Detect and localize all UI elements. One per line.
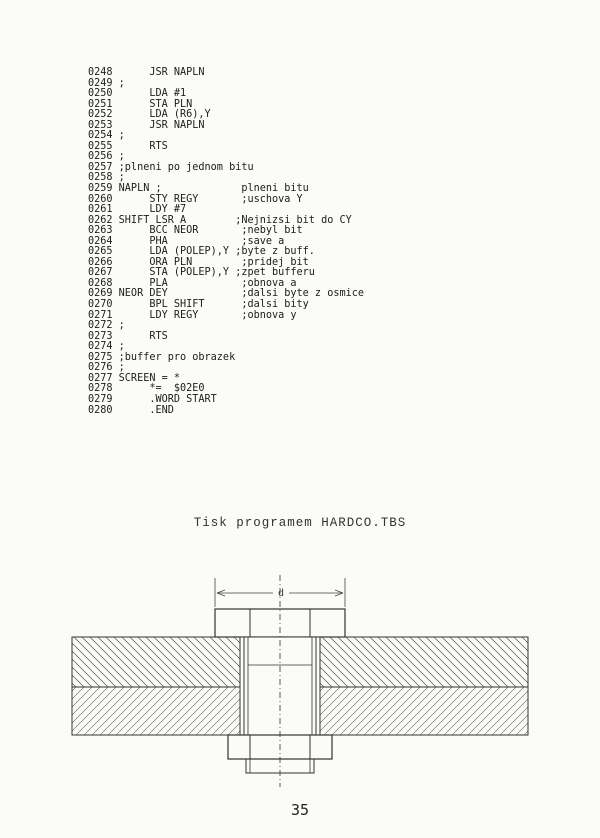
code-line: 0271 LDY REGY ;obnova y [88, 309, 297, 321]
figure-caption: Tisk programem HARDCO.TBS [193, 516, 407, 530]
code-line: 0264 PHA ;save a [88, 235, 285, 247]
code-line: 0273 RTS [88, 330, 168, 342]
code-line: 0262 SHIFT LSR A ;Nejnizsi bit do CY [88, 214, 352, 226]
code-line: 0260 STY REGY ;uschova Y [88, 193, 303, 205]
bolt-drawing: d [71, 575, 529, 787]
code-line: 0274 ; [88, 341, 125, 353]
code-line: 0270 BPL SHIFT ;dalsi bity [88, 299, 309, 311]
plate-lower [71, 686, 529, 736]
code-line: 0249 ; [88, 77, 125, 89]
code-line: 0278 *= $02E0 [88, 383, 205, 395]
code-line: 0258 ; [88, 172, 125, 184]
code-line: 0253 JSR NAPLN [88, 119, 205, 131]
code-line: 0252 LDA (R6),Y [88, 109, 211, 121]
code-line: 0275 ;buffer pro obrazek [88, 351, 236, 363]
code-line: 0277 SCREEN = * [88, 372, 181, 384]
code-line: 0248 JSR NAPLN [88, 67, 205, 78]
dimension-line [214, 578, 346, 607]
code-line: 0280 .END [88, 404, 174, 416]
code-line: 0263 BCC NEOR ;nebyl bit [88, 225, 303, 237]
dimension-label: d [278, 588, 284, 600]
code-line: 0269 NEOR DEY ;dalsi byte z osmice [88, 288, 365, 300]
code-line: 0254 ; [88, 130, 125, 142]
code-line: 0257 ;plneni po jednom bitu [88, 161, 254, 173]
code-line: 0266 ORA PLN ;pridej bit [88, 256, 309, 268]
code-line: 0279 .WORD START [88, 393, 217, 405]
code-line: 0259 NAPLN ; plneni bitu [88, 183, 309, 195]
code-line: 0255 RTS [88, 140, 168, 152]
code-line: 0256 ; [88, 151, 125, 163]
code-line: 0267 STA (POLEP),Y ;zpet bufferu [88, 267, 315, 279]
code-line: 0250 LDA #1 [88, 88, 187, 100]
plate-upper [71, 636, 529, 688]
code-line: 0261 LDY #7 [88, 204, 187, 216]
code-line: 0276 ; [88, 362, 125, 374]
page-number: 35 [290, 801, 310, 819]
code-line: 0265 LDA (POLEP),Y ;byte z buff. [88, 246, 315, 258]
code-line: 0272 ; [88, 320, 125, 332]
code-line: 0268 PLA ;obnova a [88, 277, 297, 289]
code-line: 0251 STA PLN [88, 98, 193, 110]
